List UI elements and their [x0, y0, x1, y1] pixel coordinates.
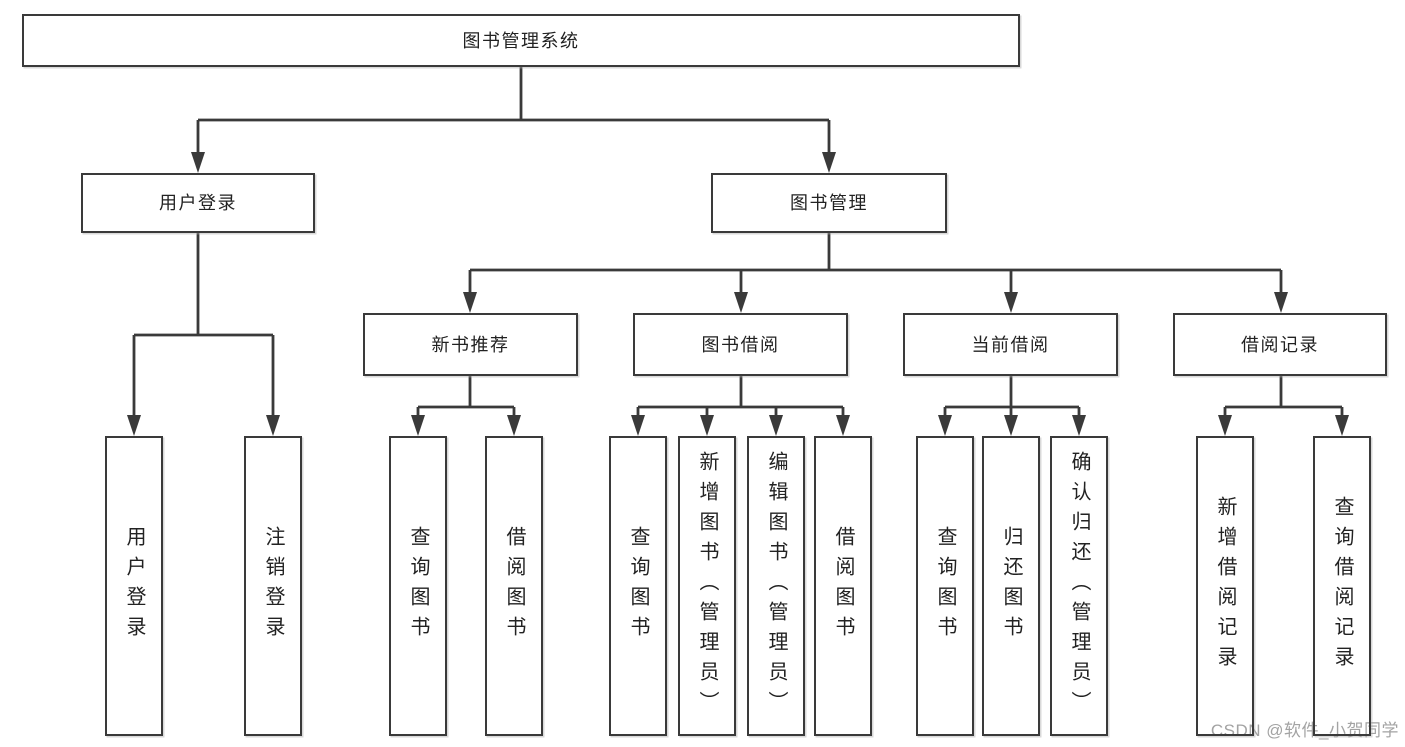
node-label: 确认归还（管理员）: [1068, 451, 1090, 721]
node-label: 当前借阅: [971, 334, 1050, 355]
node-label: 注销登录: [262, 526, 284, 646]
node-label: 查询图书: [627, 526, 649, 646]
node-label: 借阅记录: [1241, 334, 1319, 355]
node-new-book-recommendation: 新书推荐: [363, 313, 578, 376]
node-label: 图书借阅: [701, 334, 780, 355]
node-label: 编辑图书（管理员）: [765, 451, 787, 721]
node-book-borrowing: 图书借阅: [633, 313, 848, 376]
node-user-login-leaf: 用户登录: [105, 436, 163, 736]
node-add-books-admin: 新增图书（管理员）: [678, 436, 736, 736]
node-label: 用户登录: [123, 526, 145, 646]
node-label: 图书管理系统: [462, 30, 580, 51]
node-return-books: 归还图书: [982, 436, 1040, 736]
node-label: 查询图书: [407, 526, 429, 646]
node-edit-books-admin: 编辑图书（管理员）: [747, 436, 805, 736]
node-user-login: 用户登录: [81, 173, 315, 233]
node-confirm-return-admin: 确认归还（管理员）: [1050, 436, 1108, 736]
node-query-borrow-record: 查询借阅记录: [1313, 436, 1371, 736]
node-label: 新增图书（管理员）: [696, 451, 718, 721]
node-label: 借阅图书: [832, 526, 854, 646]
node-label: 归还图书: [1000, 526, 1022, 646]
node-borrow-books: 借阅图书: [814, 436, 872, 736]
node-query-books-current: 查询图书: [916, 436, 974, 736]
node-add-borrow-record: 新增借阅记录: [1196, 436, 1254, 736]
node-label: 图书管理: [790, 193, 868, 213]
node-library-management-system: 图书管理系统: [22, 14, 1020, 67]
node-label: 新增借阅记录: [1214, 496, 1236, 676]
node-label: 用户登录: [159, 193, 237, 213]
node-current-borrowing: 当前借阅: [903, 313, 1118, 376]
node-label: 查询图书: [934, 526, 956, 646]
node-query-books-borrowing: 查询图书: [609, 436, 667, 736]
node-book-management: 图书管理: [711, 173, 947, 233]
node-label: 查询借阅记录: [1331, 496, 1353, 676]
node-label: 借阅图书: [503, 526, 525, 646]
node-borrowing-records: 借阅记录: [1173, 313, 1387, 376]
node-query-books-recommend: 查询图书: [389, 436, 447, 736]
node-borrow-books-recommend: 借阅图书: [485, 436, 543, 736]
node-logout-login: 注销登录: [244, 436, 302, 736]
node-label: 新书推荐: [431, 334, 510, 355]
